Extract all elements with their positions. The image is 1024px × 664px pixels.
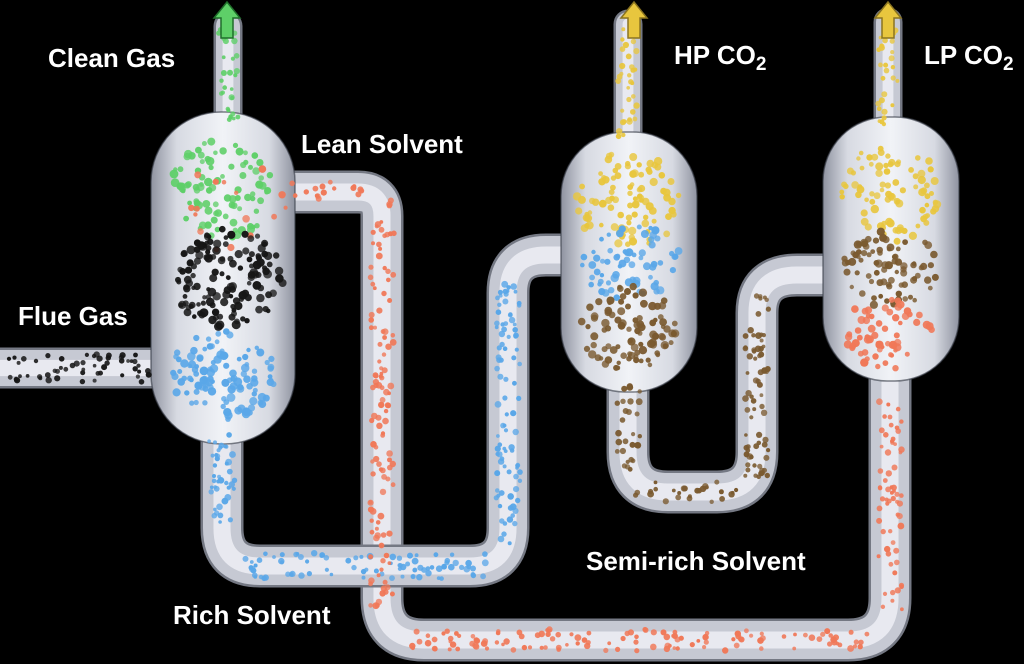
lp-co2-arrow-icon xyxy=(873,0,903,39)
lp-co2-label: LP CO2 xyxy=(924,40,1014,76)
lp-co2-text: LP CO xyxy=(924,40,1003,70)
arrows-layer xyxy=(212,0,903,39)
flue-gas-label: Flue Gas xyxy=(18,301,128,332)
hp-co2-arrow-icon xyxy=(619,0,649,39)
hp-co2-text: HP CO xyxy=(674,40,756,70)
lean-solvent-text: Lean Solvent xyxy=(301,129,463,159)
hp-co2-subscript: 2 xyxy=(755,54,767,75)
absorber-vessel xyxy=(150,111,296,445)
lean-solvent-label: Lean Solvent xyxy=(301,129,463,160)
flue-gas-text: Flue Gas xyxy=(18,301,128,331)
rich-solvent-text: Rich Solvent xyxy=(173,600,331,630)
clean-gas-label: Clean Gas xyxy=(48,43,175,74)
semi-rich-solvent-label: Semi-rich Solvent xyxy=(586,546,806,577)
hp-co2-label: HP CO2 xyxy=(674,40,766,76)
particles-layer xyxy=(6,27,942,654)
clean-gas-arrow-icon xyxy=(212,0,242,39)
vessels-layer xyxy=(150,111,960,445)
rich-solvent-label: Rich Solvent xyxy=(173,600,330,631)
semi-rich-solvent-text: Semi-rich Solvent xyxy=(586,546,806,576)
lp-co2-subscript: 2 xyxy=(1002,54,1014,75)
clean-gas-text: Clean Gas xyxy=(48,43,176,73)
pipes-layer xyxy=(0,7,912,662)
